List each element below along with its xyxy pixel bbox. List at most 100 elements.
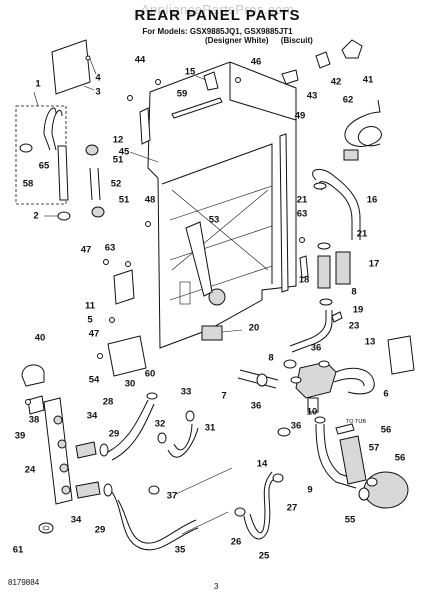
variant-biscuit: (Biscuit) bbox=[280, 36, 313, 45]
callout-46: 46 bbox=[250, 56, 262, 68]
clamp-27 bbox=[272, 473, 284, 483]
bracket-38 bbox=[27, 395, 45, 415]
hose-25 bbox=[243, 477, 277, 540]
rear-panel bbox=[147, 61, 297, 349]
callout-11: 11 bbox=[84, 300, 96, 312]
color-variants: (Designer White) (Biscuit) bbox=[205, 36, 323, 45]
clamp-37 bbox=[148, 485, 160, 495]
clip-43 bbox=[281, 69, 299, 85]
motor-mount-20 bbox=[201, 325, 223, 341]
callout-55: 55 bbox=[344, 514, 356, 526]
callout-16: 16 bbox=[366, 194, 378, 206]
clamp-33 bbox=[185, 410, 195, 422]
rear-panel-rib-1 bbox=[169, 185, 273, 221]
rear-panel-rib-2 bbox=[169, 225, 273, 261]
clamp-29b bbox=[103, 483, 113, 497]
variant-designer-white: (Designer White) bbox=[205, 36, 269, 45]
callout-14: 14 bbox=[256, 458, 268, 470]
guide-line bbox=[175, 467, 233, 495]
callout-23: 23 bbox=[348, 320, 360, 332]
callout-10: 10 bbox=[306, 406, 318, 418]
callout-29b: 29 bbox=[94, 524, 106, 536]
callout-8b: 8 bbox=[268, 352, 274, 364]
callout-38: 38 bbox=[28, 414, 40, 426]
impeller-housing bbox=[363, 471, 409, 509]
clamp-32 bbox=[157, 432, 167, 444]
hose-31 bbox=[167, 427, 199, 458]
side-rail-49 bbox=[279, 133, 289, 293]
clamp-58 bbox=[19, 143, 33, 153]
callout-36c: 36 bbox=[290, 420, 302, 432]
callout-28: 28 bbox=[102, 396, 114, 408]
callout-53: 53 bbox=[208, 214, 220, 226]
hinge-12 bbox=[139, 107, 151, 145]
valve-port-1 bbox=[53, 415, 63, 425]
callout-48: 48 bbox=[144, 194, 156, 206]
hose-52 bbox=[89, 167, 93, 201]
clamp-21 bbox=[313, 182, 327, 190]
callout-15: 15 bbox=[184, 66, 196, 78]
hose-16 bbox=[312, 168, 361, 240]
top-brace-59 bbox=[171, 97, 223, 119]
callout-12: 12 bbox=[112, 134, 124, 146]
clamp-55 bbox=[358, 487, 370, 501]
callout-33: 33 bbox=[180, 386, 192, 398]
callout-58: 58 bbox=[22, 178, 34, 190]
callout-63: 63 bbox=[104, 242, 116, 254]
callout-3: 3 bbox=[95, 86, 101, 98]
tube-56 bbox=[335, 423, 355, 435]
screw-48 bbox=[145, 221, 151, 227]
clamp-14 bbox=[277, 427, 291, 437]
clamp-21b bbox=[317, 242, 331, 250]
callout-45: 45 bbox=[118, 146, 130, 158]
clamp-30 bbox=[146, 392, 158, 400]
motor-opening bbox=[208, 288, 226, 306]
clamp-8 bbox=[319, 298, 333, 306]
callout-29: 29 bbox=[108, 428, 120, 440]
fitting-10 bbox=[307, 397, 319, 413]
callout-57: 57 bbox=[368, 442, 380, 454]
callout-24: 24 bbox=[24, 464, 36, 476]
callout-34: 34 bbox=[86, 410, 98, 422]
callout-56: 56 bbox=[380, 424, 392, 436]
leader-20 bbox=[221, 329, 243, 333]
clamp-7 bbox=[256, 373, 268, 387]
watermark: AppliancePartsPros.com bbox=[140, 2, 295, 17]
callout-47: 47 bbox=[80, 244, 92, 256]
hose-16-wall bbox=[318, 181, 353, 240]
bracket-41 bbox=[341, 39, 363, 59]
callout-13: 13 bbox=[364, 336, 376, 348]
hose-35 bbox=[111, 491, 199, 551]
clamp-36c bbox=[314, 416, 326, 424]
document-number: 8179884 bbox=[8, 578, 40, 587]
callout-2: 2 bbox=[33, 210, 39, 222]
clip-42 bbox=[315, 51, 331, 69]
washer-2 bbox=[57, 211, 71, 221]
fitting-51b bbox=[91, 206, 105, 218]
callout-6: 6 bbox=[383, 388, 389, 400]
clamp-56 bbox=[366, 477, 378, 487]
callout-21b: 21 bbox=[356, 228, 368, 240]
screw-39 bbox=[25, 399, 31, 405]
bracket-53 bbox=[185, 221, 213, 297]
leader-4 bbox=[89, 58, 97, 75]
screw-46 bbox=[235, 77, 241, 83]
hose-65 bbox=[43, 107, 57, 151]
rear-panel-slot bbox=[179, 281, 191, 305]
callout-20: 20 bbox=[248, 322, 260, 334]
clamp-8b bbox=[283, 359, 297, 369]
callout-52: 52 bbox=[110, 178, 122, 190]
screw-4 bbox=[85, 55, 91, 61]
access-cover-plate bbox=[51, 39, 91, 95]
callout-43: 43 bbox=[306, 90, 318, 102]
screw-59 bbox=[127, 95, 133, 101]
callout-30: 30 bbox=[124, 378, 136, 390]
leader-15 bbox=[195, 75, 207, 81]
drain-tube bbox=[57, 145, 69, 201]
callout-8: 8 bbox=[351, 286, 357, 298]
hose-19 bbox=[289, 310, 327, 347]
hose-25-wall bbox=[249, 471, 273, 534]
callout-37: 37 bbox=[166, 490, 178, 502]
callout-32: 32 bbox=[154, 418, 166, 430]
leader-1 bbox=[33, 91, 39, 107]
